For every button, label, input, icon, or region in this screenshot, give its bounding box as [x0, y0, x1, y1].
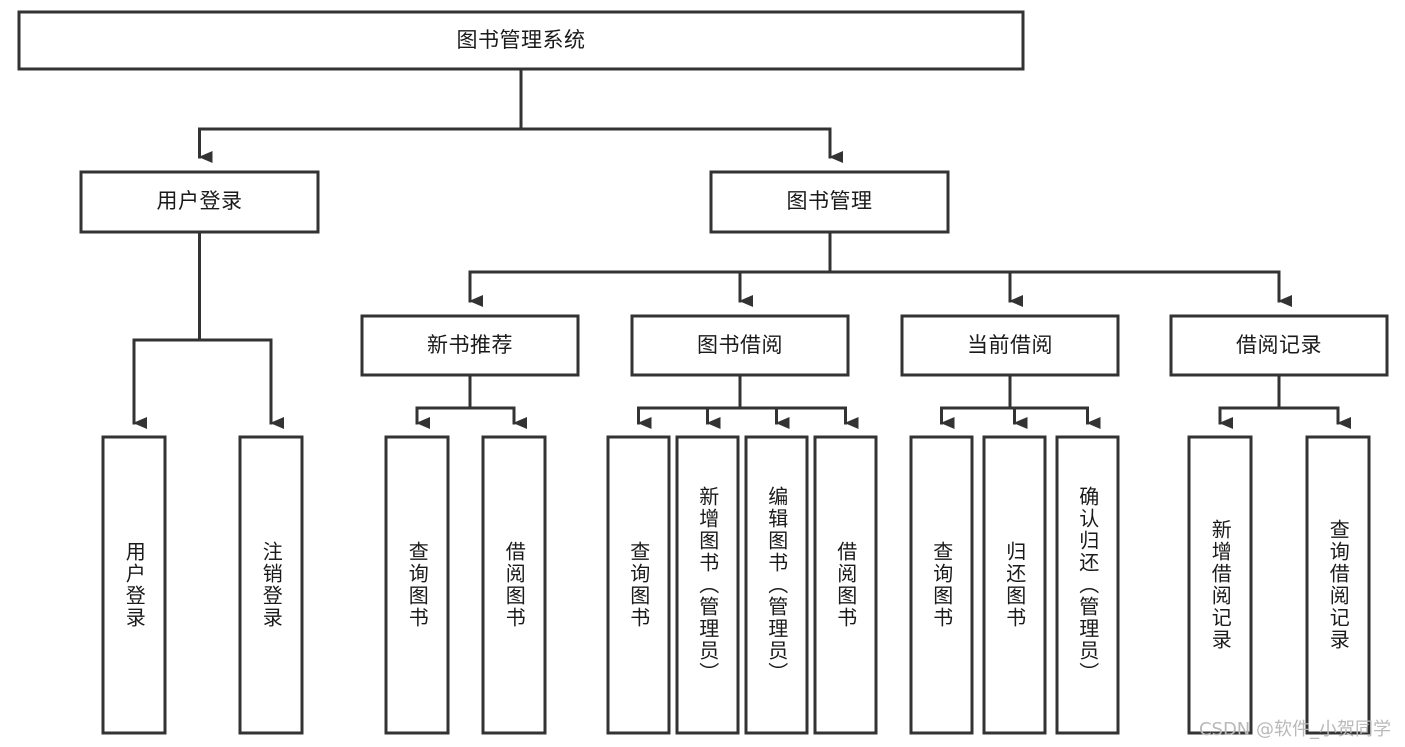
node-box-leaf-return-book[interactable]: [982, 435, 1047, 735]
node-box-leaf-confirm-return[interactable]: [1055, 435, 1120, 735]
node-box-user-login[interactable]: [79, 170, 320, 234]
node-box-leaf-query-book-cur[interactable]: [909, 435, 974, 735]
node-box-leaf-user-logout[interactable]: [238, 435, 304, 735]
node-box-current-borrow[interactable]: [900, 314, 1120, 377]
node-box-new-book-rec[interactable]: [360, 314, 580, 377]
node-box-book-borrow[interactable]: [630, 314, 850, 377]
node-box-leaf-user-login[interactable]: [101, 435, 167, 735]
node-box-leaf-borrow-book[interactable]: [813, 435, 878, 735]
node-box-book-manage[interactable]: [709, 170, 950, 234]
node-box-leaf-query-book[interactable]: [606, 435, 671, 735]
node-box-leaf-add-record[interactable]: [1187, 435, 1253, 735]
node-box-borrow-record[interactable]: [1169, 314, 1389, 377]
node-box-leaf-query-book-rec[interactable]: [384, 435, 450, 735]
node-box-leaf-borrow-book-rec[interactable]: [481, 435, 547, 735]
node-box-root[interactable]: [17, 10, 1025, 71]
node-box-leaf-query-record[interactable]: [1305, 435, 1371, 735]
node-box-leaf-add-book[interactable]: [675, 435, 740, 735]
node-box-leaf-edit-book[interactable]: [744, 435, 809, 735]
